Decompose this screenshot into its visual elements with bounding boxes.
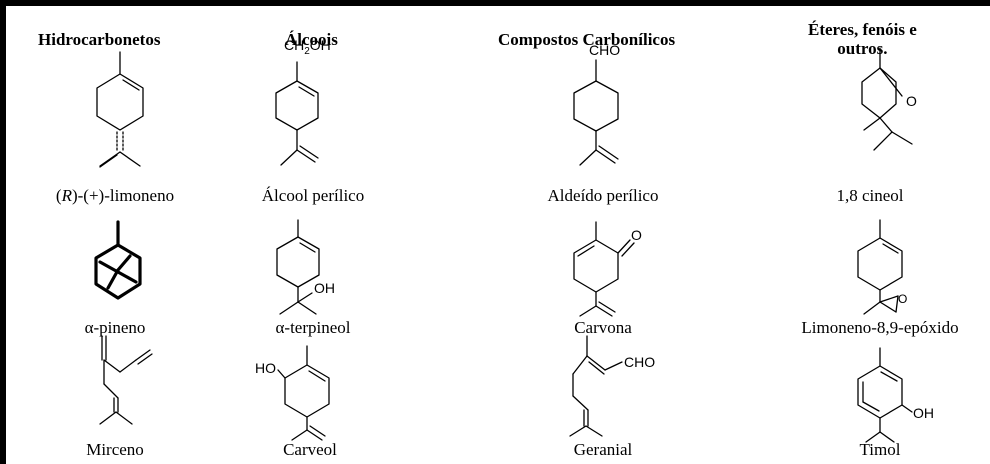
label-r-limonene: (R)-(+)-limoneno	[56, 186, 174, 206]
header-ethers-line1: Éteres, fenóis e	[808, 20, 917, 39]
label-alpha-terpineol: α-terpineol	[275, 318, 351, 337]
label-cineole: 1,8 cineol	[836, 186, 904, 205]
structure-cineole: O	[861, 47, 917, 151]
label-carvone: Carvona	[574, 318, 632, 337]
structure-geranial: CHO	[569, 335, 655, 437]
label-geranial: Geranial	[573, 440, 633, 459]
structure-alpha-pinene	[94, 220, 142, 300]
group-o-carvone: O	[631, 227, 642, 243]
group-ch2oh-oh: OH	[310, 37, 331, 53]
group-ch2oh: CH2OH	[284, 37, 331, 57]
header-carbonyls: Compostos Carbonílicos	[498, 30, 676, 49]
group-cho-1: CHO	[589, 42, 620, 58]
header-ethers-line2: outros.	[837, 39, 888, 58]
structure-carveol: HO	[255, 345, 330, 441]
label-limonene-epoxide: Limoneno-8,9-epóxido	[801, 318, 959, 337]
group-ch2oh-sub: 2	[304, 46, 310, 57]
header-hydrocarbons: Hidrocarbonetos	[38, 30, 161, 49]
header-ethers: Éteres, fenóis e outros.	[808, 20, 917, 58]
label-carveol: Carveol	[283, 440, 337, 459]
group-o-cineole: O	[906, 93, 917, 109]
structure-perillyl-alcohol: CH2OH	[275, 37, 331, 166]
group-cho-2: CHO	[624, 354, 655, 370]
label-alpha-pinene: α-pineno	[84, 318, 146, 337]
structure-r-limonene	[96, 51, 144, 168]
label-thymol: Timol	[859, 440, 901, 459]
structure-perillaldehyde: CHO	[573, 42, 620, 166]
label-r-limonene-rest: )-(+)-limoneno	[71, 186, 175, 205]
group-oh-thymol: OH	[913, 405, 934, 421]
structure-thymol: OH	[857, 347, 934, 443]
label-r-limonene-r: R	[61, 186, 72, 205]
group-ch2oh-ch: CH	[284, 37, 304, 53]
label-r-limonene-prefix: (	[55, 186, 62, 205]
structure-myrcene	[99, 335, 153, 425]
structure-alpha-terpineol: OH	[276, 219, 335, 315]
header-alcohols: Álcoois	[285, 30, 338, 49]
group-oh-terpineol: OH	[314, 280, 335, 296]
group-ho-carveol: HO	[255, 360, 276, 376]
structure-carvone: O	[573, 221, 642, 317]
group-o-epoxide: O	[898, 292, 907, 306]
label-myrcene: Mirceno	[86, 440, 144, 459]
label-perillyl-alcohol: Álcool perílico	[261, 186, 365, 205]
label-perillaldehyde: Aldeído perílico	[547, 186, 659, 205]
structure-limonene-epoxide: O	[857, 219, 907, 315]
